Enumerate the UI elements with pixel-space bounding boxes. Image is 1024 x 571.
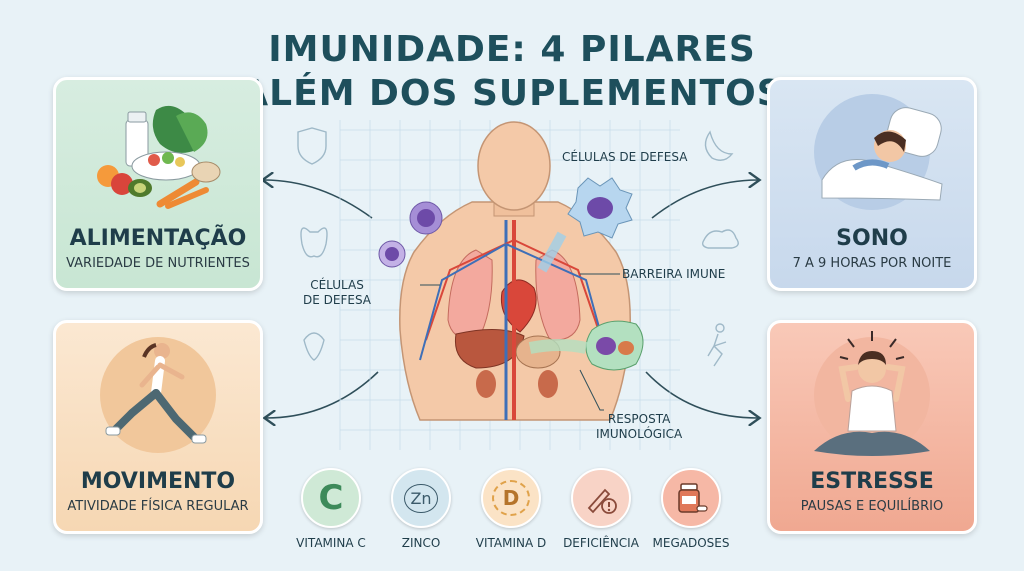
- runner-illustration-icon: [100, 337, 216, 453]
- nutrient-label: ZINCO: [401, 536, 441, 550]
- pillar-heading: ESTRESSE: [810, 469, 934, 494]
- nutrient-item-vitamin-d: D VITAMINA D: [476, 468, 546, 550]
- pillar-card-stress: ESTRESSE PAUSAS E EQUILÍBRIO: [767, 320, 977, 534]
- arrow-to-food: [264, 180, 373, 219]
- arrow-to-move: [266, 371, 379, 418]
- pillar-card-sleep: SONO 7 A 9 HORAS POR NOITE: [767, 77, 977, 291]
- pillar-subtitle: PAUSAS E EQUILÍBRIO: [800, 499, 944, 514]
- page-title: IMUNIDADE: 4 PILARES ALÉM DOS SUPLEMENTO…: [230, 28, 794, 116]
- pillar-heading: MOVIMENTO: [80, 469, 236, 494]
- nutrient-item-vitamin-c: C VITAMINA C: [296, 468, 366, 550]
- sleep-illustration-icon: [814, 94, 943, 210]
- nutrient-label: VITAMINA C: [296, 536, 366, 550]
- label-defense-line-1: CÉLULAS: [310, 278, 364, 292]
- title-line-1: IMUNIDADE: 4 PILARES: [268, 29, 756, 70]
- nutrient-item-zinc: Zn ZINCO: [386, 468, 456, 550]
- arrow-to-stress: [645, 371, 758, 418]
- label-response-line-1: RESPOSTA: [607, 412, 671, 426]
- vitamin-c-glyph: C: [318, 478, 344, 518]
- nutrient-label: VITAMINA D: [475, 536, 547, 550]
- pill-bottle-svg-icon: [678, 483, 708, 513]
- food-illustration-icon: [97, 105, 221, 209]
- vitamin-d-glyph: D: [491, 480, 531, 516]
- anatomy-illustration: [297, 120, 739, 450]
- pillar-card-food: ALIMENTAÇÃO VARIEDADE DE NUTRIENTES: [53, 77, 263, 291]
- pillar-heading: SONO: [836, 226, 908, 251]
- zinc-icon: Zn: [391, 468, 451, 528]
- nutrient-item-deficiency: DEFICIÊNCIA: [563, 468, 639, 550]
- pill-bottle-icon: [661, 468, 721, 528]
- shield-icon: [297, 127, 327, 165]
- warning-syringe-icon: [587, 488, 617, 514]
- zinc-glyph: Zn: [404, 483, 438, 513]
- stressed-person-illustration-icon: [814, 331, 930, 456]
- label-defense-line-2: DE DEFESA: [303, 293, 371, 307]
- label-response-line-2: IMUNOLÓGICA: [596, 427, 683, 441]
- nutrient-label: MEGADOSES: [652, 536, 730, 550]
- label-defense-cells-top: CÉLULAS DE DEFESA: [562, 150, 688, 164]
- label-immune-barrier: BARREIRA IMUNE: [622, 267, 726, 281]
- label-defense-cells-left: CÉLULAS DE DEFESA: [303, 278, 371, 308]
- vitamin-c-icon: C: [301, 468, 361, 528]
- cloud-icon: [701, 229, 739, 249]
- pillar-card-movement: MOVIMENTO ATIVIDADE FÍSICA REGULAR: [53, 320, 263, 534]
- nutrient-label: DEFICIÊNCIA: [563, 536, 639, 550]
- pillar-subtitle: 7 A 9 HORAS POR NOITE: [792, 256, 952, 271]
- title-line-2: ALÉM DOS SUPLEMENTOS: [240, 73, 784, 114]
- pillar-subtitle: ATIVIDADE FÍSICA REGULAR: [67, 499, 249, 514]
- fruit-icon: [303, 332, 325, 361]
- deficiency-icon: [571, 468, 631, 528]
- pillar-subtitle: VARIEDADE DE NUTRIENTES: [66, 256, 250, 271]
- moon-icon: [704, 130, 734, 161]
- nutrient-item-megadoses: MEGADOSES: [653, 468, 729, 550]
- arrow-to-sleep: [651, 180, 758, 219]
- apple-icon: [300, 227, 328, 258]
- running-icon: [707, 333, 727, 367]
- pillar-heading: ALIMENTAÇÃO: [69, 226, 247, 251]
- label-immune-response: RESPOSTA IMUNOLÓGICA: [596, 412, 682, 442]
- vitamin-d-icon: D: [481, 468, 541, 528]
